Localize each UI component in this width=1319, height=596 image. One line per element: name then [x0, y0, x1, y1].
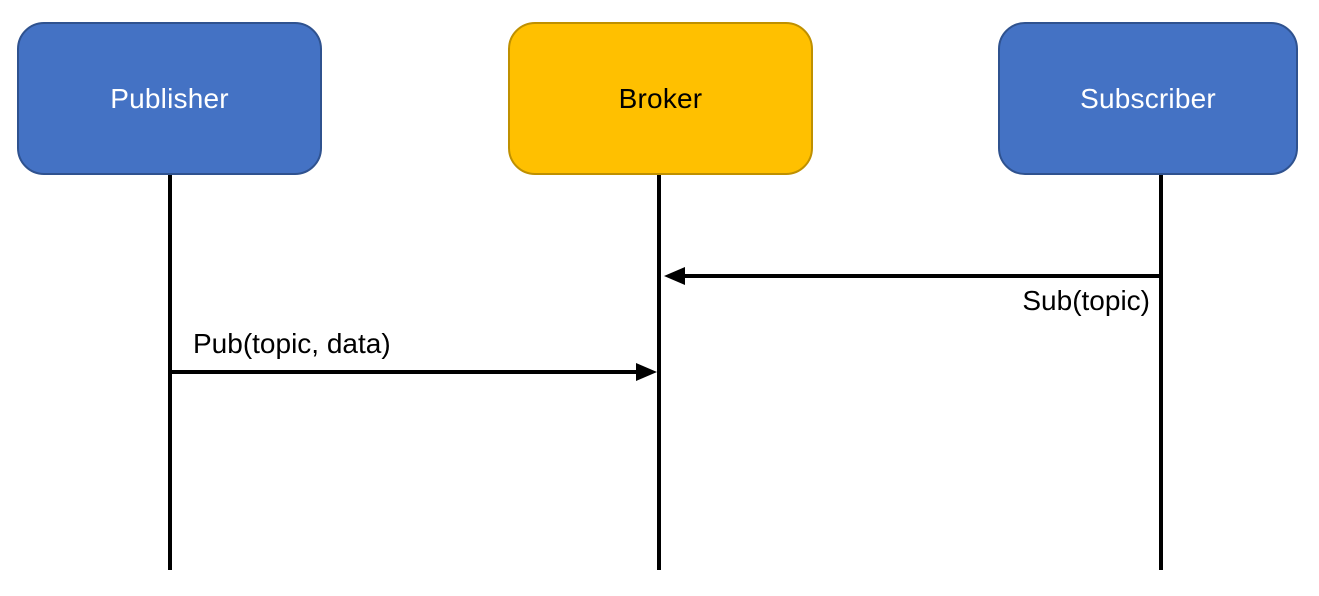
message-line-sub-topic [684, 274, 1161, 278]
actor-label-subscriber: Subscriber [1080, 82, 1216, 114]
actor-label-publisher: Publisher [110, 82, 229, 114]
message-label-sub-topic: Sub(topic) [1022, 285, 1150, 316]
actor-box-publisher: Publisher [17, 22, 322, 175]
actor-label-broker: Broker [618, 82, 703, 114]
arrowhead-right-icon [636, 363, 657, 381]
actor-box-broker: Broker [508, 22, 813, 175]
message-line-pub-topic-data [170, 370, 637, 374]
arrowhead-left-icon [664, 267, 685, 285]
lifeline-subscriber [1159, 175, 1163, 570]
lifeline-broker [657, 175, 661, 570]
message-label-pub-topic-data: Pub(topic, data) [193, 328, 391, 359]
actor-box-subscriber: Subscriber [998, 22, 1298, 175]
